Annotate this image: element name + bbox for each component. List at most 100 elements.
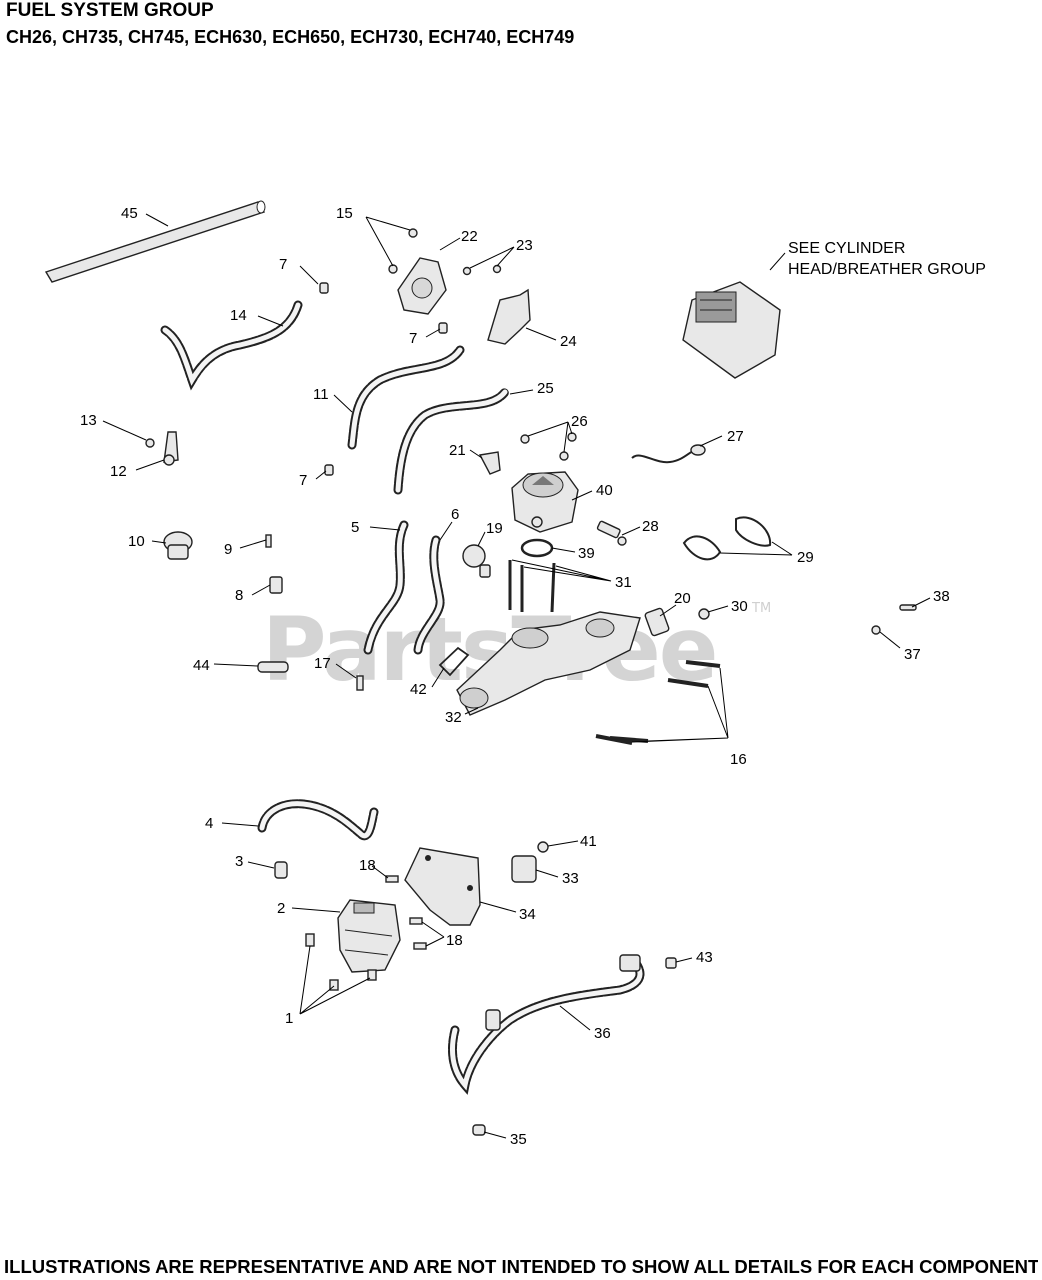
exploded-parts-diagram: PartsTree TM [44,200,986,1148]
part-15-nut-a[interactable] [408,228,418,238]
callout-45: 45 [121,205,138,222]
part-12-clip[interactable] [163,431,179,466]
callout-21: 21 [449,442,466,459]
part-15-nut-b[interactable] [388,264,398,274]
part-17-screw[interactable] [356,675,364,691]
callout-40: 40 [596,482,613,499]
callout-17: 17 [314,655,331,672]
part-28-sensor[interactable] [596,520,627,546]
part-11-hose[interactable] [347,345,465,450]
callout-16: 16 [730,751,747,768]
reference-note-line2: HEAD/BREATHER GROUP [788,261,986,278]
part-30-nut[interactable] [698,608,710,620]
callout-43: 43 [696,949,713,966]
part-2-fuel-pump-module[interactable] [337,899,401,973]
cylinder-head-reference[interactable] [682,281,781,379]
part-10-fuel-filter[interactable] [163,531,193,560]
callout-7-b: 7 [409,330,417,347]
part-4-hose[interactable] [257,799,379,841]
part-44-connector[interactable] [257,661,289,673]
callout-13: 13 [80,412,97,429]
part-18-screw-b[interactable] [409,917,423,925]
part-1-screw-c[interactable] [367,969,377,981]
callout-14: 14 [230,307,247,324]
callout-38: 38 [933,588,950,605]
part-39-o-ring[interactable] [520,538,554,558]
part-37-nut[interactable] [871,625,881,635]
callout-37: 37 [904,646,921,663]
part-9-pin[interactable] [265,534,272,548]
part-32-intake-manifold[interactable] [456,611,641,716]
part-25-hose[interactable] [393,387,510,495]
callout-18-b: 18 [446,932,463,949]
callout-44: 44 [193,657,210,674]
part-18-screw-c[interactable] [413,942,427,950]
part-26-nut-c[interactable] [559,451,569,461]
part-42-gasket[interactable] [438,646,470,677]
part-29-gasket-b[interactable] [682,535,722,561]
part-3-clamp[interactable] [274,861,288,879]
callout-31: 31 [615,574,632,591]
part-24-bracket[interactable] [487,288,531,345]
part-13-screw[interactable] [145,438,155,448]
part-7-clamp-b[interactable] [438,322,448,334]
callout-7-a: 7 [279,256,287,273]
part-23-nut-a[interactable] [462,266,472,276]
callout-39: 39 [578,545,595,562]
reference-note-line1: SEE CYLINDER [788,240,905,257]
part-35-clip[interactable] [472,1124,486,1136]
callout-15: 15 [336,205,353,222]
part-31-studs[interactable] [508,560,556,613]
part-5-hose[interactable] [363,520,409,655]
callout-30: 30 [731,598,748,615]
disclaimer-footer: ILLUSTRATIONS ARE REPRESENTATIVE AND ARE… [4,1256,1038,1277]
callout-36: 36 [594,1025,611,1042]
callout-6: 6 [451,506,459,523]
callout-42: 42 [410,681,427,698]
part-7-clamp-a[interactable] [319,282,329,294]
callout-32: 32 [445,709,462,726]
part-18-screw-a[interactable] [385,875,399,883]
callout-23: 23 [516,237,533,254]
part-6-hose[interactable] [413,535,445,655]
callout-7-c: 7 [299,472,307,489]
part-40-throttle-body[interactable] [511,471,579,533]
part-33-sensor[interactable] [511,855,537,883]
part-26-nut-a[interactable] [520,434,530,444]
callout-3: 3 [235,853,243,870]
callout-2: 2 [277,900,285,917]
part-20-injector[interactable] [644,607,670,637]
part-27-sensor-lead[interactable] [631,444,706,464]
callout-5: 5 [351,519,359,536]
callout-1: 1 [285,1010,293,1027]
part-1-screw-a[interactable] [305,933,315,947]
callout-12: 12 [110,463,127,480]
callout-41: 41 [580,833,597,850]
callout-33: 33 [562,870,579,887]
callout-26: 26 [571,413,588,430]
part-26-nut-b[interactable] [567,432,577,442]
callout-4: 4 [205,815,213,832]
part-43-clip[interactable] [665,957,677,969]
part-45-tube[interactable] [44,200,266,283]
part-21-bracket[interactable] [478,451,501,475]
part-38-bolt[interactable] [899,604,917,611]
part-41-screw[interactable] [537,841,549,853]
part-29-gasket-a[interactable] [735,516,772,547]
callout-20: 20 [674,590,691,607]
watermark-tm: TM [751,601,771,616]
part-16-bolts[interactable] [595,660,721,745]
part-14-hose[interactable] [160,300,303,391]
callout-29: 29 [797,549,814,566]
part-34-bracket[interactable] [404,847,481,926]
part-8-fitting[interactable] [269,576,283,594]
leader-lines [102,213,931,1139]
part-19-sensor[interactable] [462,544,491,578]
part-1-screw-b[interactable] [329,979,339,991]
part-7-clamp-c[interactable] [324,464,334,476]
part-22-pulse-pump[interactable] [397,257,447,315]
page-title: FUEL SYSTEM GROUP [6,0,214,21]
part-36-wiring-harness[interactable] [448,954,645,1095]
callout-18-a: 18 [359,857,376,874]
part-23-nut-b[interactable] [492,264,502,274]
